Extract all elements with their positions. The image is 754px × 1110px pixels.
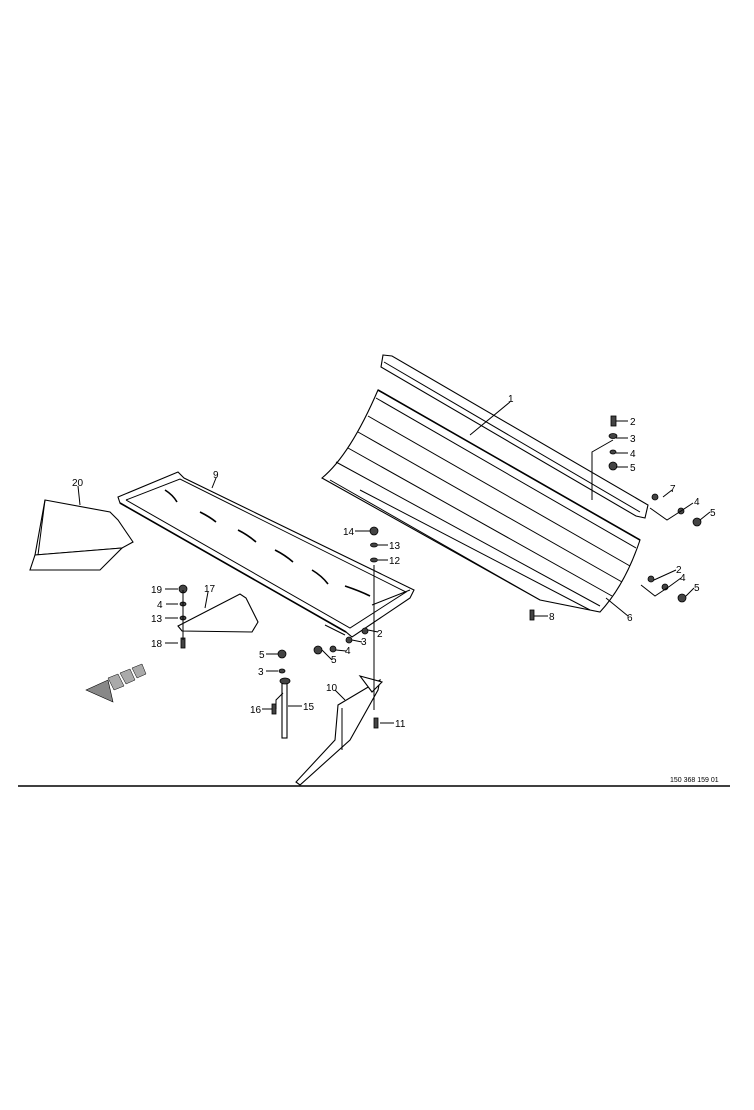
callout-14: 14 xyxy=(343,527,355,538)
callout-12: 12 xyxy=(389,556,401,567)
callout-13: 13 xyxy=(151,614,163,625)
hardware-fasteners xyxy=(178,415,702,729)
callout-5: 5 xyxy=(630,463,636,474)
callout-5: 5 xyxy=(710,508,716,519)
callout-20: 20 xyxy=(72,478,84,489)
leader-lines xyxy=(77,401,711,724)
part-6-trough-panel xyxy=(321,389,641,613)
callout-4: 4 xyxy=(680,573,686,584)
callout-3: 3 xyxy=(361,637,367,648)
callout-16: 16 xyxy=(250,705,262,716)
part-9-frame xyxy=(117,471,415,638)
callout-3: 3 xyxy=(630,434,636,445)
callout-11: 11 xyxy=(395,719,406,730)
part-20-side-panel xyxy=(29,499,134,571)
callout-9: 9 xyxy=(213,470,219,481)
part-10-deflector xyxy=(295,675,384,786)
part-17-bracket xyxy=(177,593,259,633)
callout-4: 4 xyxy=(694,497,700,508)
callout-7: 7 xyxy=(670,484,676,495)
callout-2: 2 xyxy=(630,417,636,428)
callout-4: 4 xyxy=(630,449,636,460)
callout-2: 2 xyxy=(377,629,383,640)
callout-2: 2 xyxy=(676,565,682,576)
callout-6: 6 xyxy=(627,613,633,624)
callout-3: 3 xyxy=(258,667,264,678)
callout-18: 18 xyxy=(151,639,163,650)
callout-1: 1 xyxy=(508,394,514,405)
callout-5: 5 xyxy=(331,655,337,666)
callout-13: 13 xyxy=(389,541,401,552)
callout-8: 8 xyxy=(549,612,555,623)
document-number: 150 368 159 01 xyxy=(670,777,719,784)
callout-4: 4 xyxy=(157,600,163,611)
callout-4: 4 xyxy=(345,646,351,657)
part-15-rod xyxy=(279,677,291,739)
callout-5: 5 xyxy=(694,583,700,594)
callout-19: 19 xyxy=(151,585,163,596)
callout-10: 10 xyxy=(326,683,338,694)
callout-labels: 1 2 3 4 5 7 4 5 2 4 5 6 8 9 20 14 13 12 … xyxy=(72,394,719,784)
direction-arrow-icon xyxy=(85,663,147,703)
callout-5: 5 xyxy=(259,650,265,661)
callout-15: 15 xyxy=(303,702,315,713)
callout-17: 17 xyxy=(204,584,216,595)
part-1-top-rail xyxy=(380,354,649,519)
